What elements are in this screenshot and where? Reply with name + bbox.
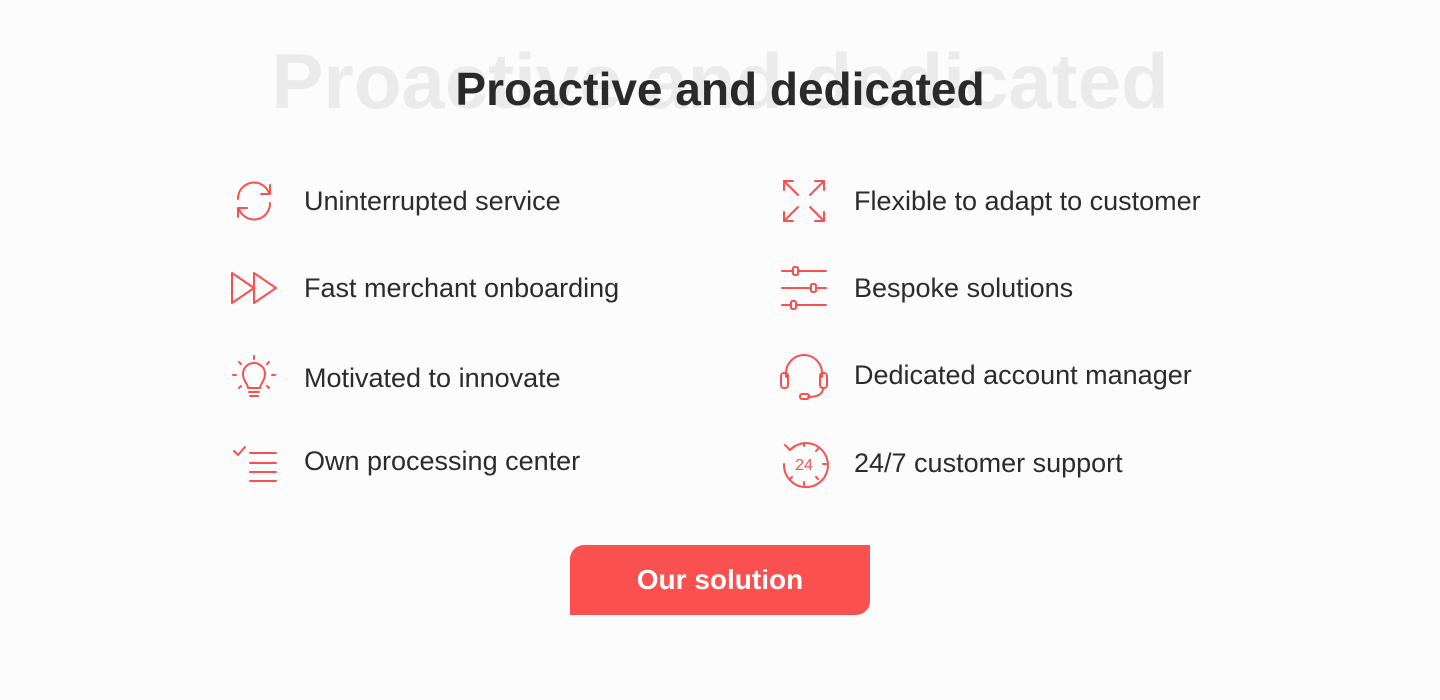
section-header: Proactive and dedicated Proactive and de… xyxy=(0,40,1440,130)
feature-label: Own processing center xyxy=(304,445,581,476)
expand-icon xyxy=(780,177,828,225)
feature-label: Uninterrupted service xyxy=(304,185,561,216)
feature-label: Bespoke solutions xyxy=(854,272,1074,303)
fast-forward-icon xyxy=(230,264,278,312)
section-title: Proactive and dedicated xyxy=(455,63,985,115)
support-24-icon: 24 xyxy=(780,439,829,489)
background-title: Proactive and dedicated xyxy=(271,37,1169,125)
feature-own-processing-center: Own processing center xyxy=(230,434,580,488)
feature-label: Fast merchant onboarding xyxy=(304,272,620,303)
lightbulb-icon xyxy=(230,354,278,402)
headset-icon xyxy=(780,351,828,400)
feature-label: Flexible to adapt to customer xyxy=(854,185,1201,216)
feature-label: Motivated to innovate xyxy=(304,362,561,393)
refresh-icon xyxy=(230,177,278,225)
feature-flexible-to-adapt: Flexible to adapt to customer xyxy=(780,174,1201,228)
feature-label: 24/7 customer support xyxy=(854,447,1123,478)
feature-uninterrupted-service: Uninterrupted service xyxy=(230,174,561,228)
checklist-icon xyxy=(230,437,278,485)
feature-label: Dedicated account manager xyxy=(854,359,1192,390)
our-solution-button[interactable]: Our solution xyxy=(570,545,870,615)
feature-motivated-to-innovate: Motivated to innovate xyxy=(230,351,561,405)
feature-24-7-support: 24 24/7 customer support xyxy=(780,436,1123,490)
feature-dedicated-account-manager: Dedicated account manager xyxy=(780,348,1192,402)
sliders-icon xyxy=(780,264,828,312)
support-24-icon-text: 24 xyxy=(795,457,813,474)
feature-fast-merchant-onboarding: Fast merchant onboarding xyxy=(230,261,619,315)
feature-bespoke-solutions: Bespoke solutions xyxy=(780,261,1073,315)
